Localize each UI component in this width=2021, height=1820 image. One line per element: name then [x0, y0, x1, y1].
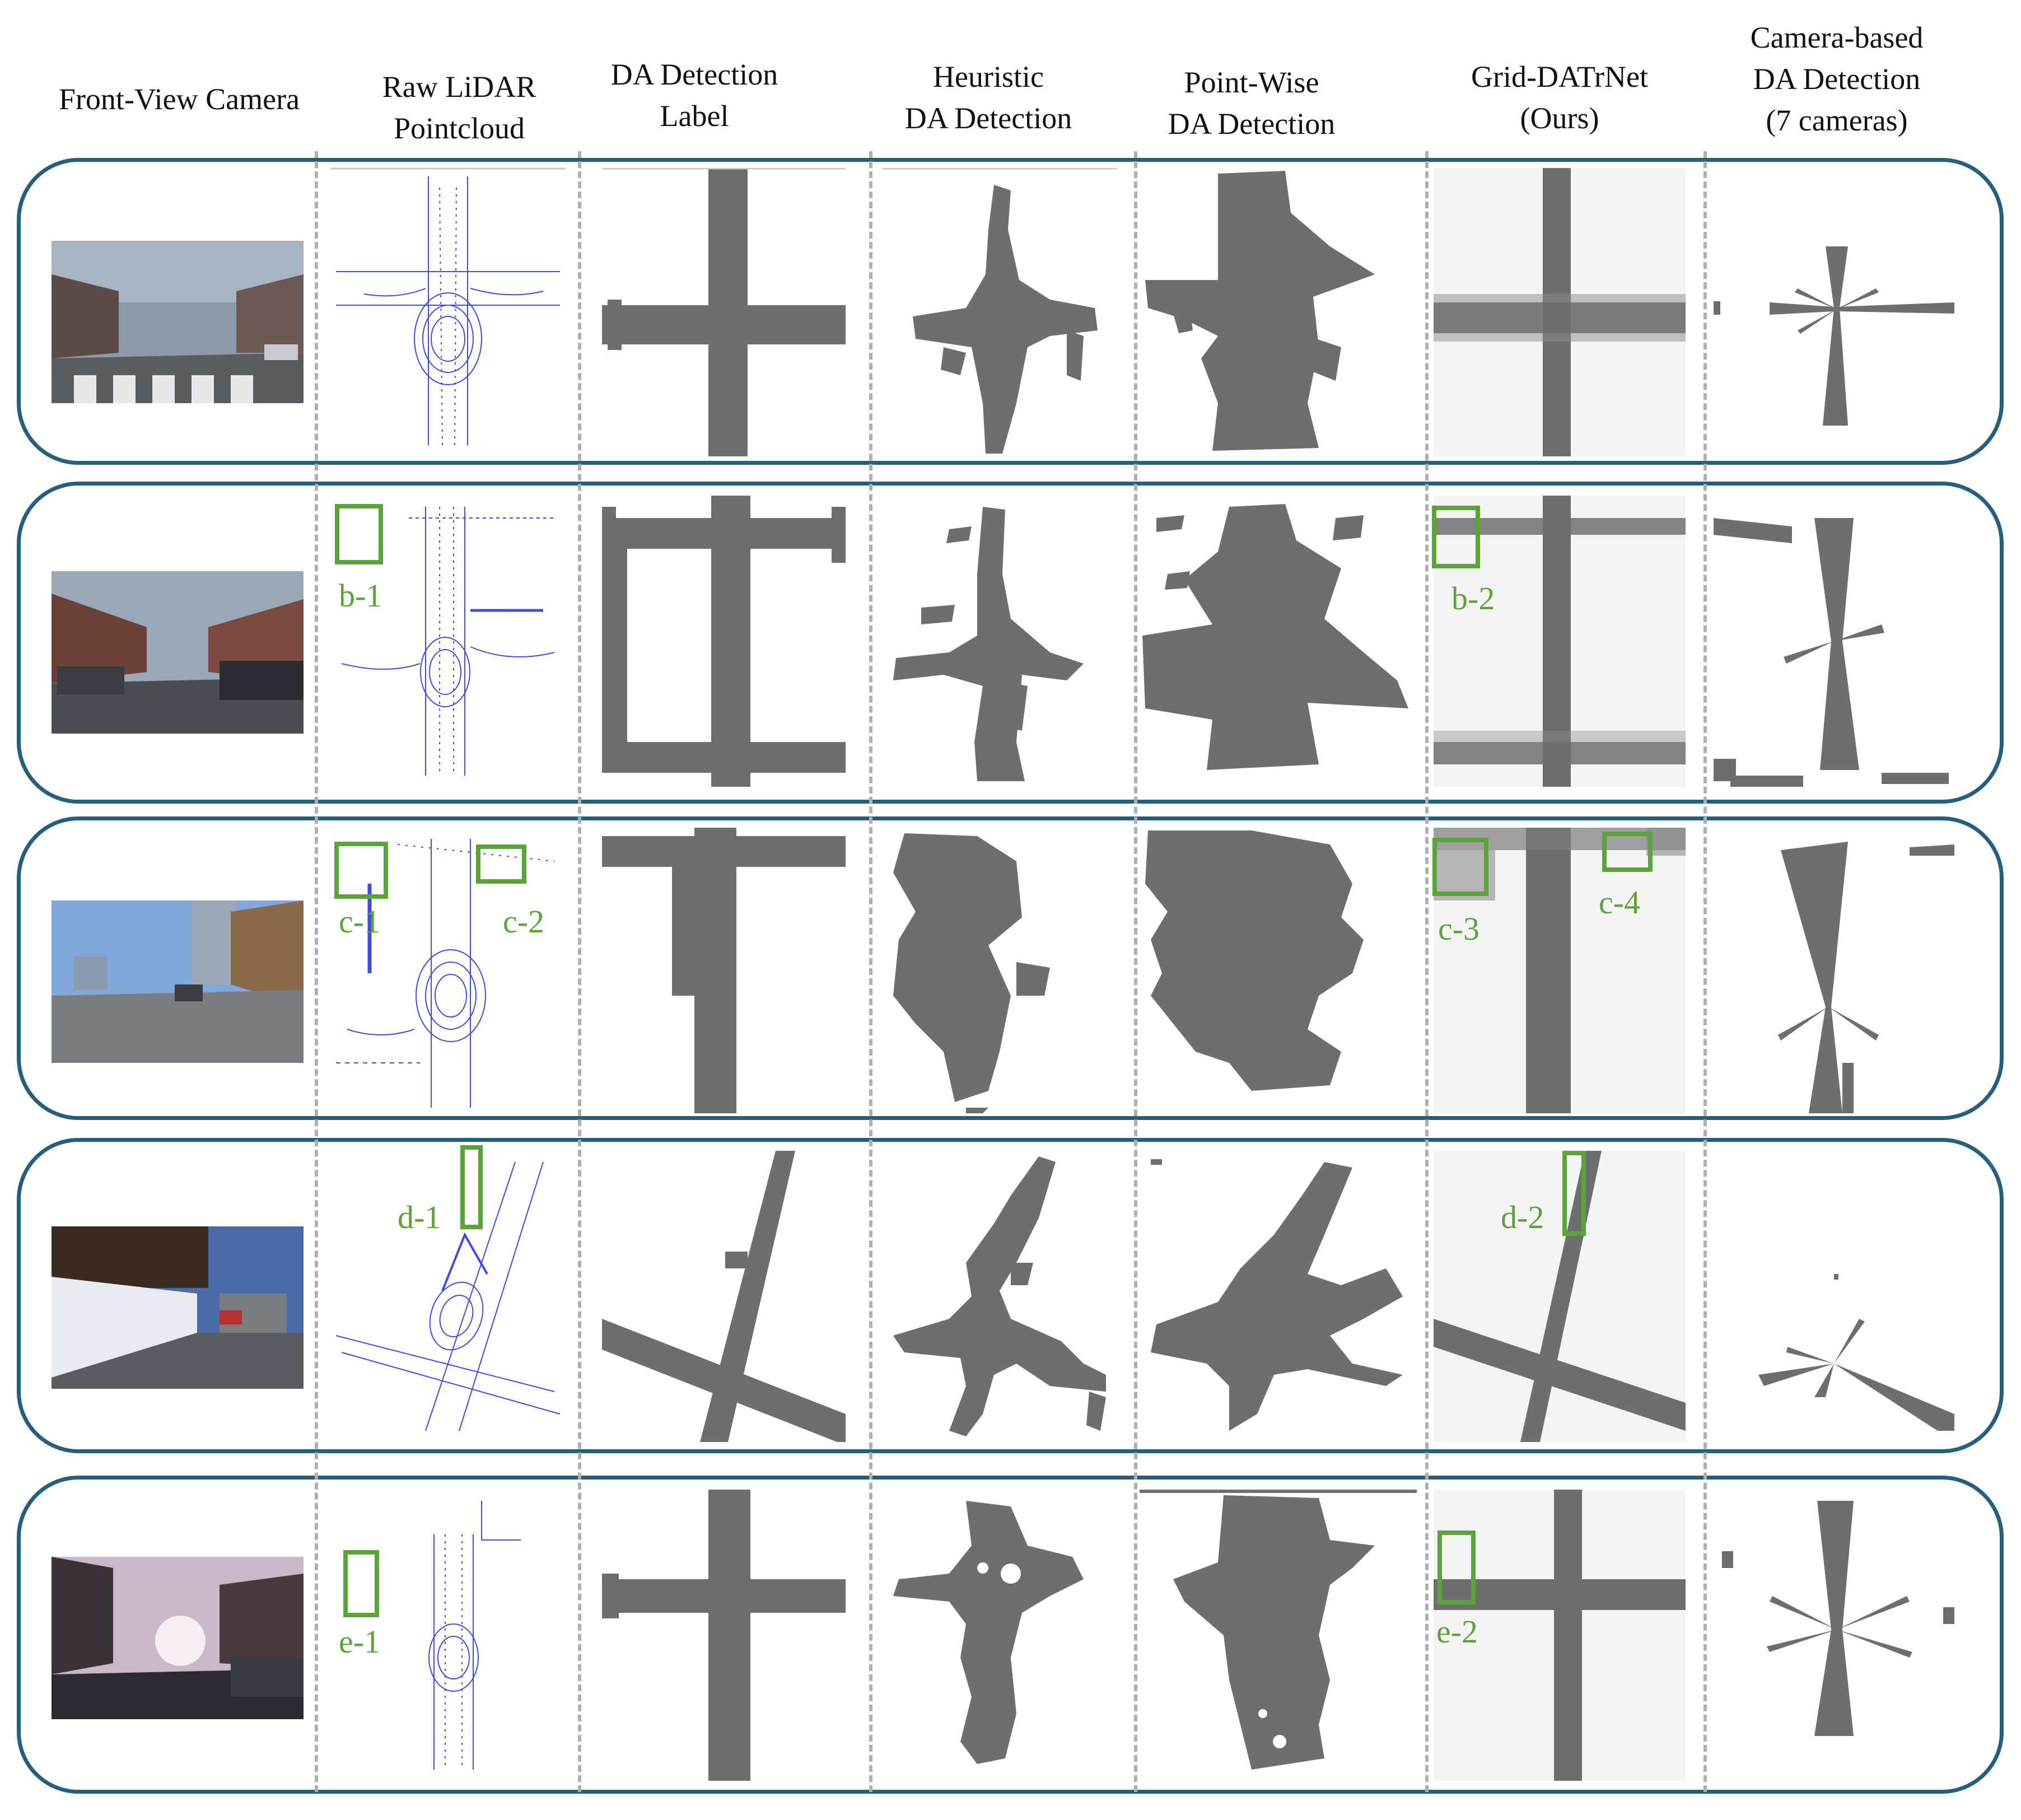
- column-divider: [1703, 151, 1707, 1792]
- da-label-row-e: [602, 1490, 846, 1781]
- annotation-box-c4: [1602, 832, 1653, 872]
- camera-based-da-row-e: [1714, 1490, 1954, 1781]
- heuristic-da-row-b: [882, 496, 1117, 787]
- lidar-pointcloud-row-b: [330, 496, 566, 787]
- point-wise-da-row-b: [1140, 496, 1417, 787]
- camera-based-da-row-a: [1714, 168, 1954, 456]
- row-d-frame: [17, 1138, 2004, 1453]
- column-divider: [578, 151, 581, 1792]
- column-divider: [1425, 151, 1429, 1792]
- annotation-label-e2: e-2: [1436, 1613, 1478, 1650]
- heuristic-da-row-a: [882, 168, 1117, 456]
- annotation-label-c3: c-3: [1438, 911, 1480, 947]
- annotation-box-c1: [334, 842, 388, 899]
- annotation-label-c2: c-2: [503, 903, 545, 940]
- row-c-frame: [17, 816, 2004, 1120]
- lidar-pointcloud-row-e: [330, 1490, 566, 1781]
- row-e-frame: [17, 1476, 2004, 1794]
- grid-datrnet-row-c: [1434, 828, 1686, 1113]
- header-grid-datrnet: Grid-DATrNet (Ours): [1471, 60, 1648, 135]
- grid-datrnet-row-d: [1434, 1151, 1686, 1442]
- row-b-frame: [17, 482, 2004, 804]
- annotation-label-c4: c-4: [1599, 884, 1641, 921]
- da-label-row-d: [602, 1151, 846, 1442]
- header-raw-lidar: Raw LiDAR Pointcloud: [382, 70, 536, 145]
- point-wise-da-row-d: [1140, 1151, 1417, 1442]
- heuristic-da-row-d: [882, 1151, 1117, 1442]
- annotation-box-c3: [1432, 838, 1488, 896]
- header-camera-based: Camera-based DA Detection (7 cameras): [1750, 21, 1924, 137]
- column-divider: [1134, 151, 1137, 1792]
- camera-image-row-d: [52, 1226, 304, 1389]
- annotation-label-c1: c-1: [339, 903, 381, 940]
- annotation-box-c2: [476, 844, 526, 884]
- camera-based-da-row-d: [1714, 1151, 1954, 1442]
- point-wise-da-row-a: [1140, 168, 1417, 456]
- heuristic-da-row-e: [882, 1490, 1117, 1781]
- row-a-frame: [17, 158, 2004, 465]
- annotation-box-d2: [1562, 1151, 1586, 1236]
- annotation-label-d2: d-2: [1501, 1199, 1544, 1235]
- da-label-row-c: [602, 828, 846, 1113]
- point-wise-da-row-c: [1140, 828, 1417, 1113]
- camera-image-row-e: [52, 1557, 304, 1719]
- lidar-pointcloud-row-d: [330, 1151, 566, 1442]
- lidar-pointcloud-row-a: [330, 165, 566, 456]
- point-wise-da-row-e: [1140, 1490, 1417, 1781]
- header-front-view-camera: Front-View Camera: [58, 82, 300, 116]
- camera-image-row-a: [52, 241, 304, 403]
- column-divider: [315, 151, 318, 1792]
- annotation-box-b1: [335, 504, 383, 564]
- camera-based-da-row-c: [1714, 828, 1954, 1113]
- da-label-row-a: [602, 168, 846, 456]
- annotation-box-e2: [1437, 1530, 1476, 1604]
- annotation-label-d1: d-1: [398, 1199, 441, 1235]
- heuristic-da-row-c: [882, 828, 1117, 1113]
- annotation-box-b2: [1432, 506, 1480, 568]
- camera-image-row-c: [52, 900, 304, 1063]
- header-da-label: DA Detection Label: [610, 58, 778, 133]
- grid-datrnet-row-e: [1434, 1490, 1686, 1781]
- annotation-box-e1: [343, 1550, 379, 1617]
- column-divider: [869, 151, 872, 1792]
- annotation-label-b1: b-1: [339, 577, 382, 614]
- annotation-label-e1: e-1: [339, 1623, 381, 1660]
- header-point-wise: Point-Wise DA Detection: [1168, 66, 1336, 141]
- camera-image-row-b: [52, 571, 304, 734]
- annotation-box-d1: [460, 1145, 483, 1229]
- grid-datrnet-row-a: [1434, 168, 1686, 456]
- da-label-row-b: [602, 496, 846, 787]
- annotation-label-b2: b-2: [1451, 580, 1495, 617]
- camera-based-da-row-b: [1714, 496, 1954, 787]
- header-heuristic: Heuristic DA Detection: [904, 60, 1072, 135]
